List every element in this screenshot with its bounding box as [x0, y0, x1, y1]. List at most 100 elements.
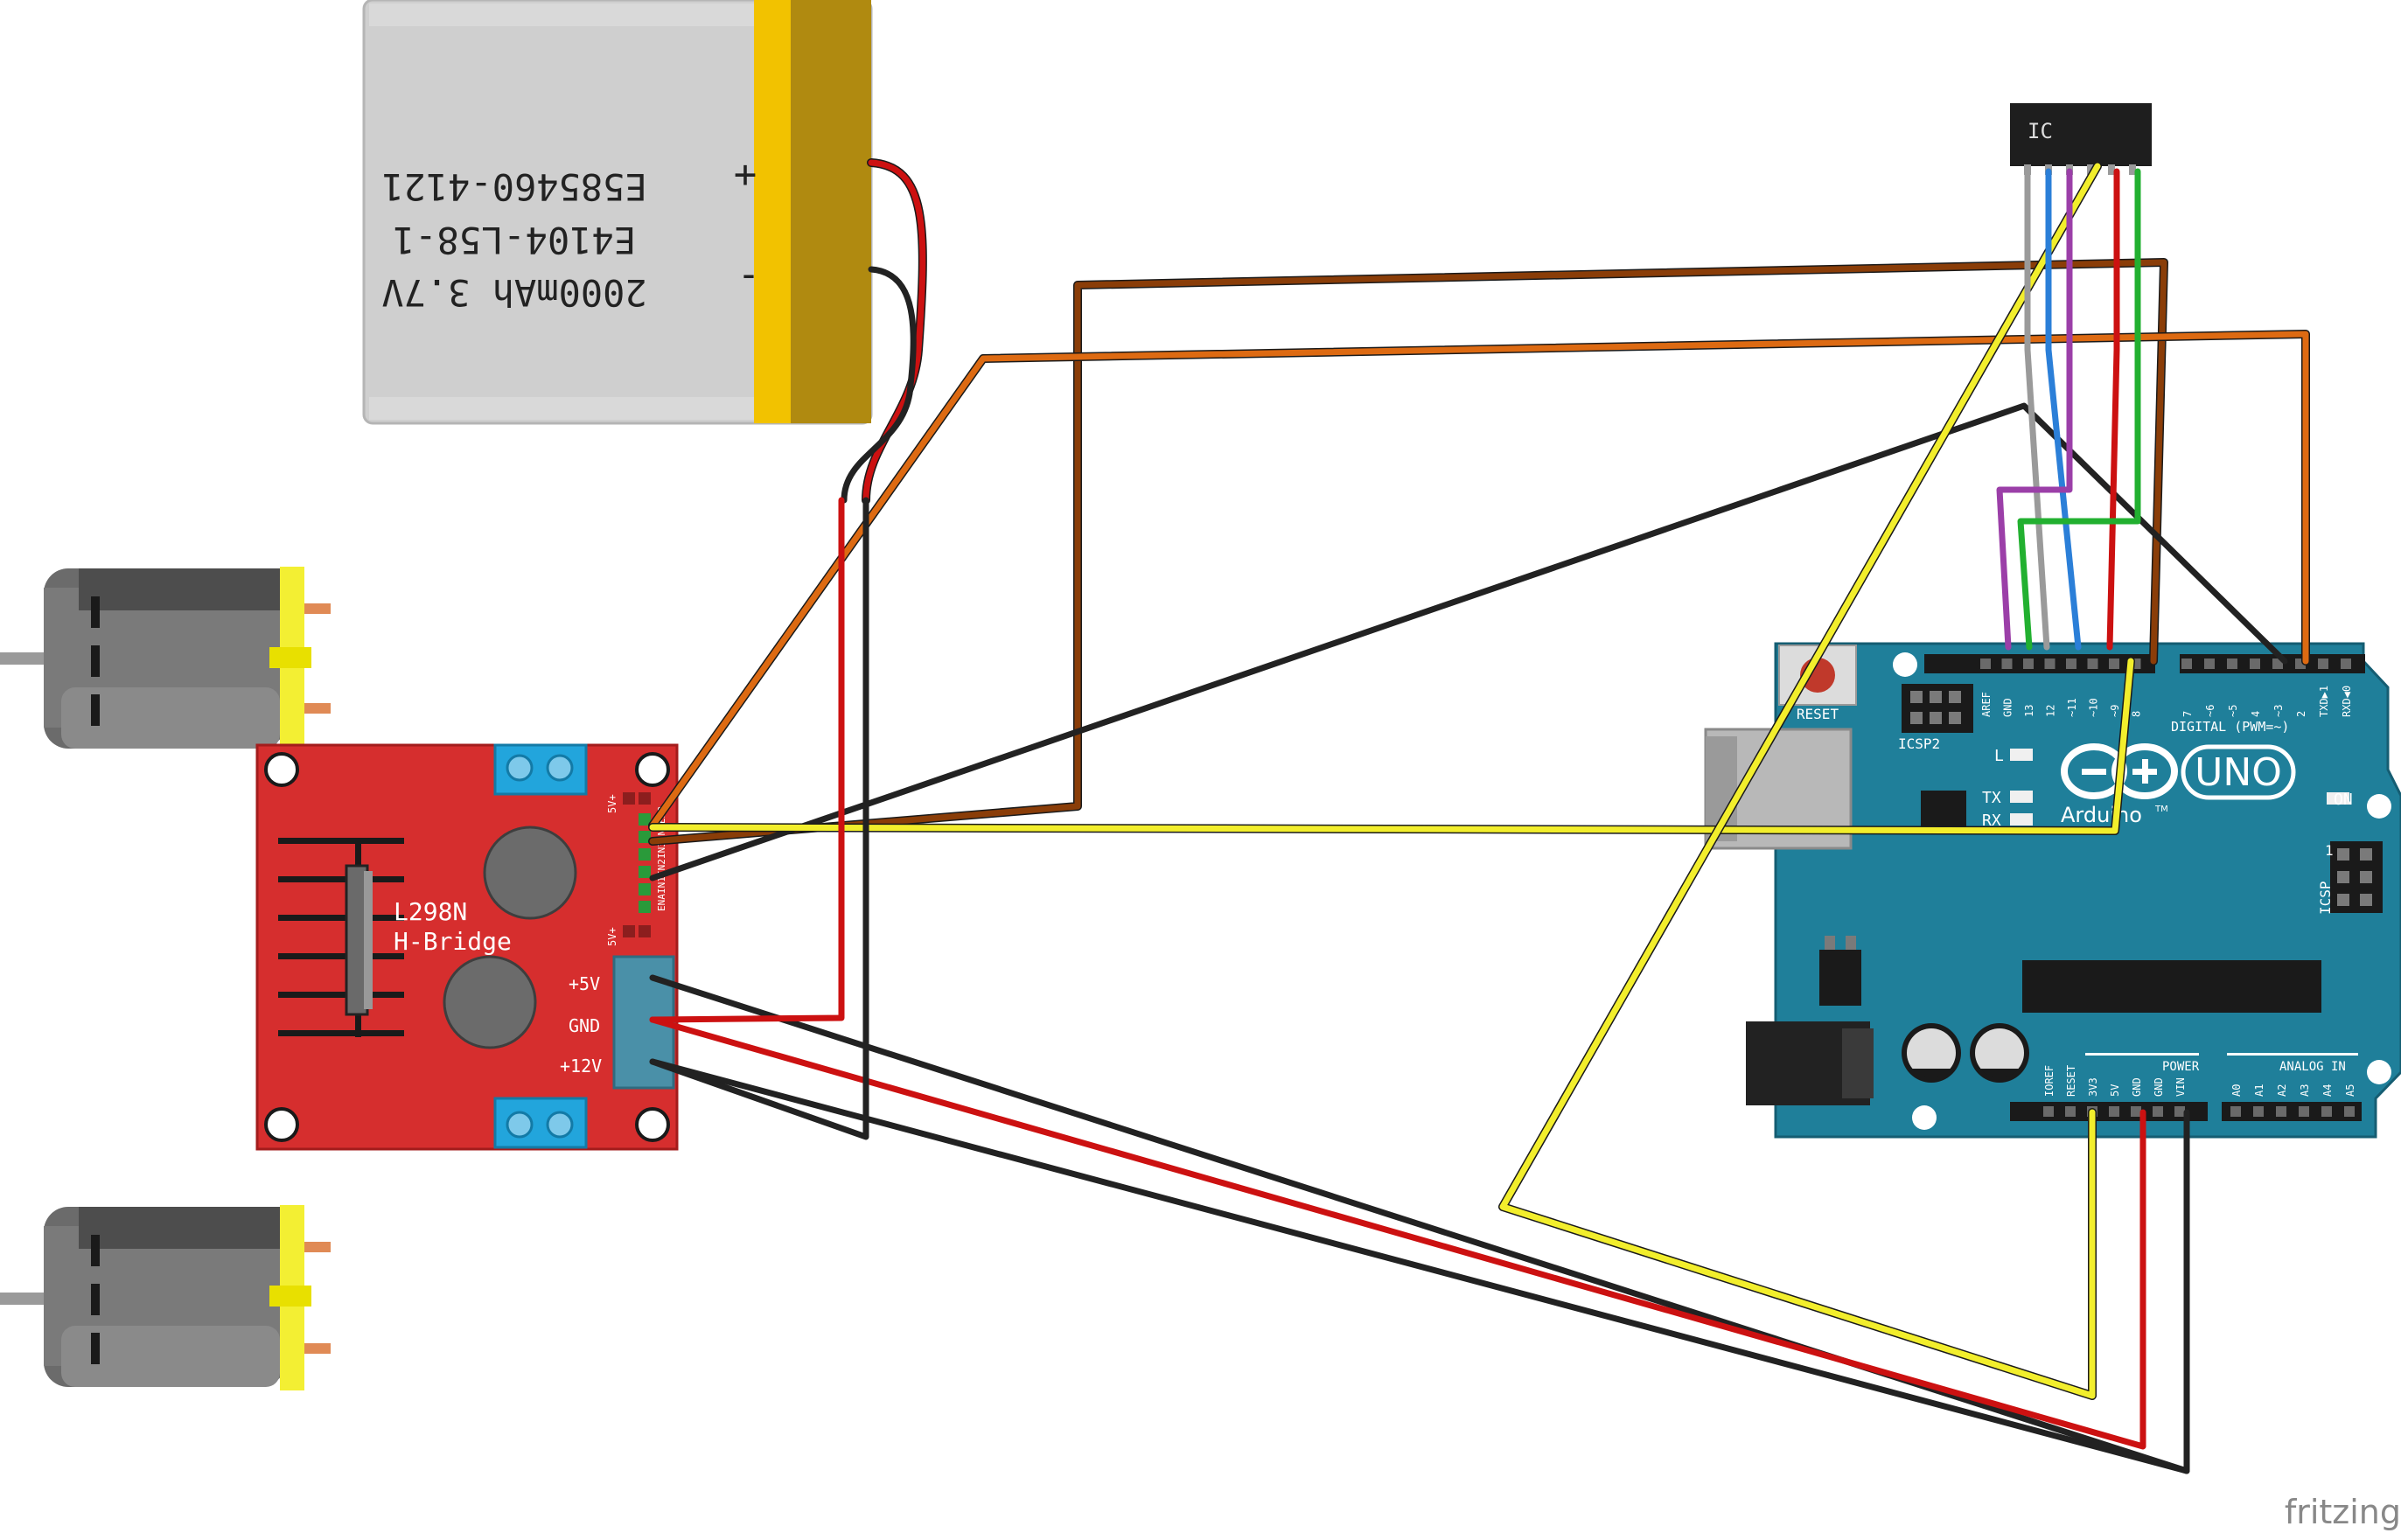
battery-label-code: E4104-L58-1 [393, 219, 636, 261]
driver-header-pin [639, 866, 651, 878]
battery-label-capacity: 2000mAh 3.7V [381, 271, 646, 314]
driver-header-pin [639, 848, 651, 861]
digital-pin [2044, 659, 2056, 669]
digital-pin [2318, 659, 2328, 669]
analog-pin [2276, 1106, 2286, 1117]
digital-pin [2204, 659, 2215, 669]
led-tx-label: TX [1982, 789, 2001, 807]
driver-5v-top-label: 5V+ [606, 794, 618, 813]
digital-header-pins: AREF GND 13 12 ~11 ~10 ~9 8 7 ~6 ~5 4 ~3 2 TXD▶1 RXD◀0 [1980, 659, 2353, 717]
icsp-label: ICSP [2317, 881, 2334, 915]
power-pin-label: GND [2153, 1077, 2165, 1097]
power-pin-label: VIN [2174, 1077, 2187, 1097]
driver-header-pin [639, 901, 651, 913]
digital-pin-label: GND [2002, 698, 2014, 717]
fritzing-watermark: fritzing [2285, 1493, 2401, 1531]
on-led-label: ON [2334, 791, 2353, 809]
digital-pin [2087, 659, 2098, 669]
led-l-label: L [1994, 747, 2004, 765]
analog-pin-label: A4 [2321, 1084, 2334, 1097]
digital-pin [2109, 659, 2119, 669]
driver-title-line2: H-Bridge [394, 927, 512, 956]
analog-header-pins: A0 A1 A2 A3 A4 A5 [2230, 1084, 2356, 1117]
analog-in-label: ANALOG IN [2279, 1060, 2346, 1074]
driver-header-label: IN1 [656, 876, 667, 894]
driver-header-pin [639, 883, 651, 895]
analog-pin [2230, 1106, 2241, 1117]
power-header-pins: IOREF RESET 3V3 5V GND GND VIN [2043, 1065, 2187, 1117]
power-pin [2109, 1106, 2119, 1117]
analog-pin [2253, 1106, 2264, 1117]
battery-leads [841, 158, 927, 505]
driver-title-line1: L298N [394, 897, 467, 926]
analog-pin-label: A0 [2230, 1084, 2243, 1097]
power-pin-label: 5V [2109, 1084, 2121, 1097]
driver-header-pin [639, 831, 651, 843]
digital-pin-label: 4 [2250, 711, 2262, 717]
digital-pin [2066, 659, 2076, 669]
analog-pin [2321, 1106, 2332, 1117]
driver-header-pin [639, 813, 651, 826]
digital-pin-label: ~3 [2272, 705, 2285, 717]
digital-pin [1980, 659, 1991, 669]
digital-pin [2023, 659, 2034, 669]
analog-pin-label: A2 [2276, 1084, 2288, 1097]
digital-pin-label: 7 [2181, 711, 2194, 717]
battery-minus-label: - [737, 252, 761, 296]
digital-pin-label: RXD◀0 [2341, 686, 2353, 717]
digital-pin-label: TXD▶1 [2318, 686, 2330, 717]
battery-label-serial: E585460-4121 [381, 165, 646, 208]
digital-pin-label: ~11 [2066, 698, 2078, 717]
power-pin [2131, 1106, 2141, 1117]
power-pin [2174, 1106, 2185, 1117]
dc-motor-bottom [0, 1205, 331, 1390]
power-pin [2153, 1106, 2163, 1117]
dc-motor-top [0, 567, 331, 752]
digital-pin-label: 13 [2023, 705, 2035, 717]
ic-label: IC [2028, 119, 2053, 143]
driver-pin-5v: +5V [569, 973, 600, 994]
wires [648, 162, 2310, 1474]
reset-label: RESET [1797, 706, 1839, 722]
analog-pin-label: A5 [2344, 1084, 2356, 1097]
driver-pin-12v: +12V [560, 1056, 602, 1077]
battery-plus-label: + [734, 152, 757, 197]
arduino-model: UNO [2195, 750, 2282, 795]
digital-pin [2341, 659, 2351, 669]
digital-pin-label: ~9 [2109, 705, 2121, 717]
analog-pin [2299, 1106, 2309, 1117]
arduino-tm: TM [2154, 805, 2168, 814]
digital-pin [2227, 659, 2237, 669]
digital-pin-label: 2 [2295, 711, 2307, 717]
icsp-pin1-label: 1 [2325, 842, 2334, 859]
digital-pin [2250, 659, 2260, 669]
digital-pin-label: 12 [2045, 705, 2057, 717]
lipo-battery: 2000mAh 3.7V E4104-L58-1 E585460-4121 + … [362, 0, 873, 425]
driver-header-label: IN3 [656, 841, 667, 859]
digital-pin-label: ~5 [2227, 705, 2239, 717]
digital-pin-label: AREF [1980, 692, 1993, 717]
digital-pin-label: ~6 [2204, 705, 2216, 717]
arduino-brand: Arduino [2061, 803, 2142, 827]
digital-pin [2181, 659, 2192, 669]
analog-pin-label: A3 [2299, 1084, 2311, 1097]
power-pin-label: GND [2131, 1077, 2143, 1097]
led-rx-label: RX [1982, 812, 2001, 830]
power-pin-label: 3V3 [2087, 1077, 2099, 1097]
icsp2-label: ICSP2 [1898, 735, 1940, 752]
analog-pin-label: A1 [2253, 1084, 2265, 1097]
digital-pin-label: ~10 [2088, 698, 2100, 717]
power-label: POWER [2162, 1060, 2200, 1074]
l298n-driver-board: L298N H-Bridge +5V GND +12V ENBIN4IN3IN2… [255, 743, 679, 1151]
digital-pin [2001, 659, 2013, 669]
power-pin [2065, 1106, 2076, 1117]
driver-header-label: ENA [656, 894, 667, 911]
driver-pin-gnd: GND [569, 1015, 600, 1036]
driver-5v-bottom-label: 5V+ [606, 927, 618, 946]
power-pin-label: RESET [2065, 1065, 2077, 1097]
digital-pin-label: 8 [2131, 711, 2143, 717]
ic-chip: IC [2010, 103, 2152, 175]
power-pin-label: IOREF [2043, 1065, 2056, 1097]
